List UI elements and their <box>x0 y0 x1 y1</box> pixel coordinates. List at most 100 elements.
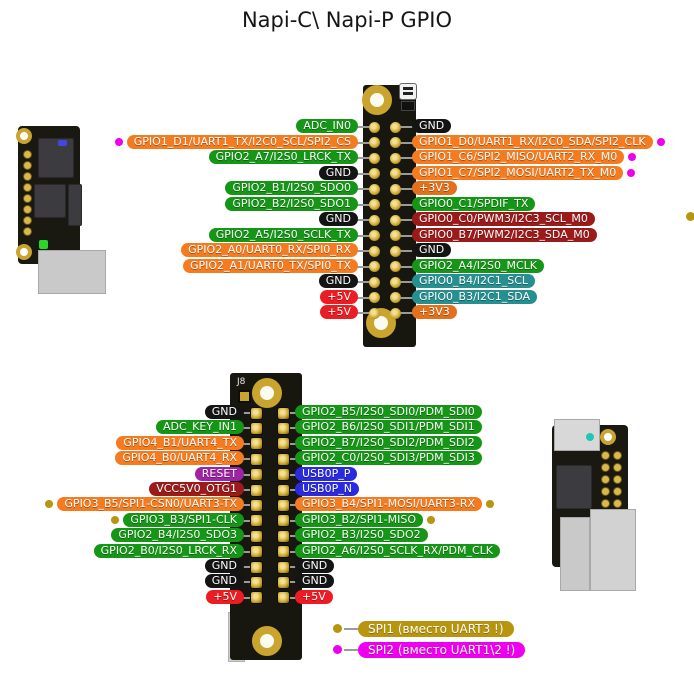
leader-line <box>283 489 297 491</box>
header-pin <box>276 529 290 543</box>
led-green <box>39 240 48 249</box>
header-pin <box>389 307 401 319</box>
pin-label-right: USB0P_P <box>295 466 358 481</box>
pin-label-left: GPIO1_D1/UART1_TX/I2C0_SCL/SPI2_CS <box>114 134 358 149</box>
header-pin <box>249 498 263 512</box>
magenta-dot <box>627 168 636 177</box>
header-pin <box>389 183 401 195</box>
header-pin <box>276 421 290 435</box>
pin-function-pill: GPIO2_A7/I2S0_LRCK_TX <box>208 150 358 164</box>
header-pin <box>368 230 380 241</box>
pin-label-right: GPIO3_B4/SPI1-MOSI/UART3-RX <box>295 497 495 512</box>
mounting-hole <box>16 244 32 260</box>
pin-function-pill: GPIO1_D0/UART1_RX/I2C0_SDA/SPI2_CLK <box>412 134 653 149</box>
leader-line <box>283 412 297 414</box>
board-photo-right <box>548 417 656 595</box>
pin-function-pill: USB0P_P <box>295 466 358 481</box>
pin-label-right: GPIO2_A6/I2S0_SCLK_RX/PDM_CLK <box>295 543 501 558</box>
leader-line <box>395 312 414 314</box>
pin-label-right: GPIO0_B7/PWM2/I2C3_SDA_M0 <box>412 227 597 242</box>
pin-label-left: +5V <box>320 289 358 304</box>
pin-function-pill: +5V <box>320 289 358 304</box>
pin-function-pill: VCC5V0_OTG1 <box>149 482 244 496</box>
pin-label-left: GPIO4_B0/UART4_RX <box>115 451 244 466</box>
pin-label-left: GND <box>204 405 244 419</box>
pin-function-pill: GND <box>295 574 335 589</box>
connector <box>590 509 636 591</box>
mounting-hole <box>252 626 282 656</box>
gold-dot <box>45 500 54 509</box>
pin-function-pill: +3V3 <box>412 181 457 195</box>
leader-line <box>242 458 256 461</box>
leader-line <box>356 172 374 175</box>
smd-component <box>401 101 415 111</box>
pin-function-pill: +3V3 <box>412 305 457 319</box>
gold-dot <box>486 500 495 509</box>
leader-line <box>395 141 414 144</box>
pin-function-pill: GPIO4_B1/UART4_TX <box>116 435 244 450</box>
leader-line <box>283 596 297 599</box>
header-pin <box>276 452 290 466</box>
pin-function-pill: +5V <box>320 305 358 319</box>
pin-function-pill: GPIO2_A1/UART0_TX/SPI0_TX <box>183 258 358 273</box>
pin-function-pill: USB0P_N <box>295 482 359 496</box>
leader-line <box>283 504 297 507</box>
leader-line <box>242 489 256 491</box>
header-pin <box>368 261 380 272</box>
header-pin <box>389 199 401 210</box>
header-pin <box>276 560 290 574</box>
leader-line <box>283 473 297 476</box>
pin-label-left: +5V <box>320 305 358 319</box>
header-pin <box>368 199 380 210</box>
pin-function-pill: GPIO2_B4/I2S0_SDO3 <box>111 528 244 543</box>
connector-designator: J8 <box>237 377 246 387</box>
header-pin <box>368 168 380 179</box>
pin-label-left: GPIO2_B4/I2S0_SDO3 <box>111 528 244 543</box>
header-pin <box>389 214 401 226</box>
pin-label-right: GPIO2_B5/I2S0_SDI0/PDM_SDI0 <box>295 405 482 419</box>
pin-function-pill: RESET <box>194 466 244 481</box>
header-pin <box>249 421 263 435</box>
leader-line <box>242 412 256 414</box>
pin-function-pill: GND <box>318 212 358 226</box>
mounting-hole <box>362 85 392 115</box>
pin-label-left: GND <box>318 274 358 288</box>
pin-function-pill: GND <box>204 405 244 419</box>
pin-function-pill: GPIO3_B5/SPI1-CSN0/UART3-TX <box>57 497 244 512</box>
leader-line <box>356 141 374 144</box>
header-pin <box>389 292 401 303</box>
leader-line <box>356 234 374 237</box>
header-pin <box>368 307 380 319</box>
header-pin <box>389 245 401 257</box>
pin-label-right: GPIO2_C0/I2S0_SDI3/PDM_SDI3 <box>295 451 482 466</box>
pin-label-right: GND <box>412 119 452 133</box>
leader-line <box>242 581 256 584</box>
header-pin <box>249 560 263 574</box>
leader-line <box>395 157 414 159</box>
pin-function-pill: GPIO2_A5/I2S0_SCLK_TX <box>208 227 358 242</box>
header-pin <box>368 276 380 288</box>
pin-function-pill: GPIO1_C6/SPI2_MISO/UART2_RX_M0 <box>412 150 625 164</box>
pin-label-right: GND <box>295 574 335 589</box>
leader-line <box>395 281 414 283</box>
header-pin <box>249 468 263 482</box>
header-pin <box>276 591 290 605</box>
leader-line <box>242 519 256 522</box>
leader-line <box>395 296 414 299</box>
pin-function-pill: GPIO0_B3/I2C1_SDA <box>412 289 538 304</box>
pin-label-left: GPIO2_B2/I2S0_SDO1 <box>225 196 358 211</box>
pin-function-pill: GPIO2_B0/I2S0_LRCK_RX <box>93 543 244 558</box>
pin-function-pill: GND <box>204 559 244 573</box>
leader-line <box>242 442 256 445</box>
leader-line <box>283 427 297 430</box>
header-pin <box>249 452 263 466</box>
header-pin <box>389 276 401 288</box>
pin-label-right: GPIO1_D0/UART1_RX/I2C0_SDA/SPI2_CLK <box>412 134 665 149</box>
header-pin <box>368 137 380 148</box>
pin-label-right: +3V3 <box>412 181 457 195</box>
pin-function-pill: GPIO3_B4/SPI1-MOSI/UART3-RX <box>295 497 483 512</box>
leader-line <box>395 234 414 237</box>
pin-label-right: GPIO2_B6/I2S0_SDI1/PDM_SDI1 <box>295 420 482 435</box>
pin-label-right: GND <box>412 243 452 257</box>
